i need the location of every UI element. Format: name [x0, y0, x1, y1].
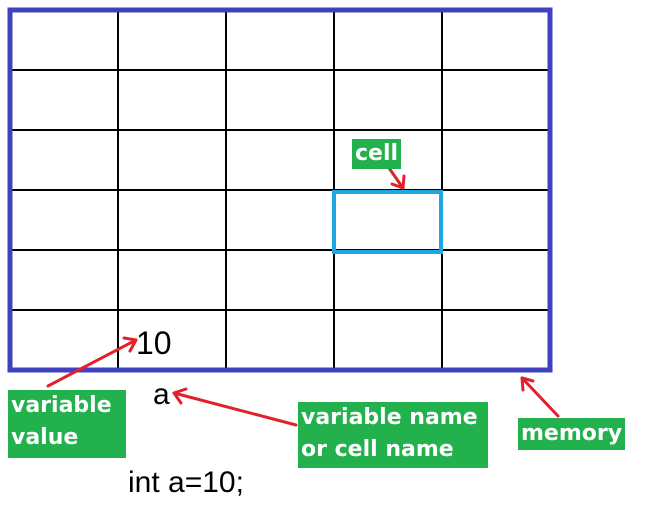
cell-arrow — [387, 166, 406, 190]
variable-name-label: variable name or cell name — [298, 402, 488, 468]
cell-label: cell — [352, 139, 402, 169]
variable-value-text: 10 — [136, 325, 172, 361]
variable-name-text: a — [153, 378, 170, 411]
arrows — [46, 166, 560, 427]
memory-border — [7, 7, 553, 373]
memory-arrow — [520, 376, 560, 418]
memory-label: memory — [518, 418, 626, 450]
code-statement: int a=10; — [128, 466, 244, 499]
variable-name-arrow — [172, 387, 298, 427]
variable-value-arrow — [46, 336, 138, 388]
highlighted-cell — [332, 190, 443, 254]
variable-value-label: variable value — [8, 390, 126, 458]
memory-grid — [10, 10, 550, 370]
